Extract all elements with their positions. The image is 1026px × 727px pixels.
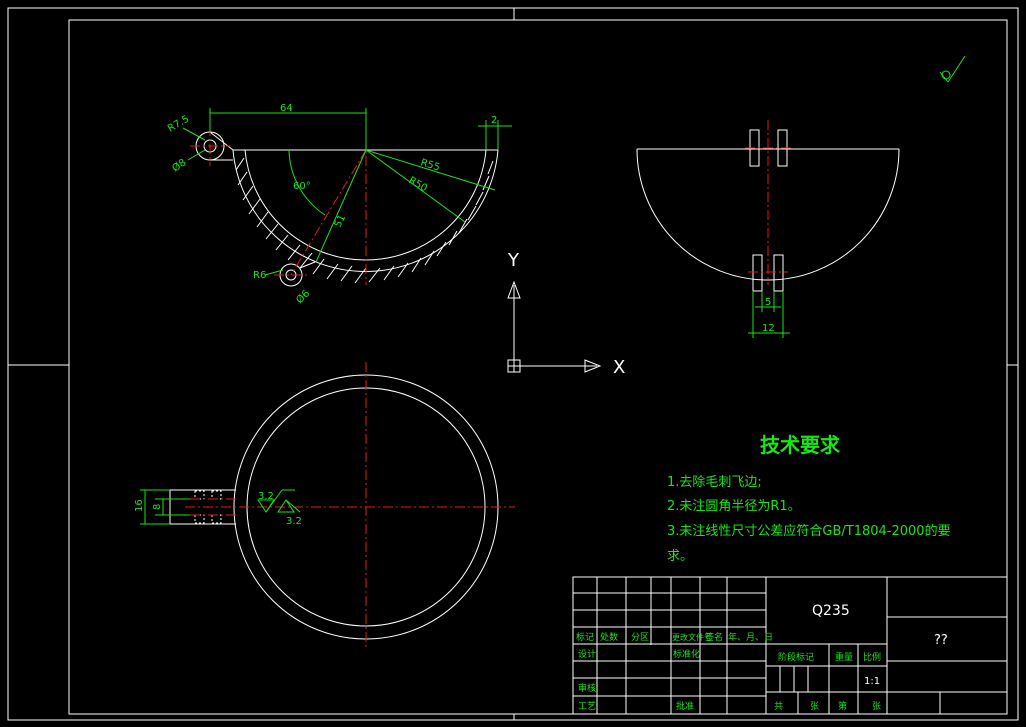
rev-h-1: 处数 xyxy=(600,631,618,643)
top-view: 16 8 3.2 3.2 xyxy=(134,362,515,648)
rev-h-0: 标记 xyxy=(576,631,594,643)
rev-h-3: 更改文件号 xyxy=(672,632,712,642)
dim-r6: R6 xyxy=(253,270,266,281)
stage-h-1: 重量 xyxy=(835,651,853,663)
dim-r55: R55 xyxy=(419,157,441,173)
dim-d6: Ø6 xyxy=(294,288,313,307)
rev-h-5: 年、月、日 xyxy=(728,631,773,643)
axis-x-label: X xyxy=(613,357,625,378)
tech-item-1: 1.去除毛刺飞边; xyxy=(667,475,762,490)
tech-title: 技术要求 xyxy=(760,433,841,457)
dim-r50: R50 xyxy=(407,175,430,194)
rev-h-4: 签名 xyxy=(705,631,723,643)
dim-d8: Ø8 xyxy=(170,156,189,174)
tech-item-3: 3.未注线性尺寸公差应符合GB/T1804-2000的要 xyxy=(667,523,951,539)
dim-5: 5 xyxy=(765,297,771,308)
row-design: 设计 xyxy=(578,648,596,660)
sheet-0: 共 xyxy=(774,701,783,712)
material-q235: Q235 xyxy=(812,603,850,619)
sheet-3: 张 xyxy=(872,701,881,712)
dim-64: 64 xyxy=(280,103,293,114)
drawing-border xyxy=(68,19,1008,715)
row-approve: 批准 xyxy=(676,700,694,712)
stage-h-2: 比例 xyxy=(863,651,881,663)
roughness-symbol xyxy=(939,55,966,83)
row-standardization: 标准化 xyxy=(673,648,700,660)
dim-12: 12 xyxy=(762,323,775,334)
tech-item-4: 求。 xyxy=(667,549,693,564)
outer-frame xyxy=(7,7,1019,721)
sheet-2: 第 xyxy=(838,700,847,712)
title-block: Q235 ?? 标记 处数 分区 更改文件号 签名 年、月、日 设计 标准化 审… xyxy=(572,576,1008,715)
part-name: ?? xyxy=(934,633,948,648)
row-craft: 工艺 xyxy=(578,701,596,712)
stage-h-0: 阶段标记 xyxy=(778,651,814,663)
ucs-axis-icon: Y X xyxy=(507,250,625,378)
dim-16: 16 xyxy=(134,499,145,512)
dim-51: 51 xyxy=(333,213,348,229)
dim-2: 2 xyxy=(491,115,497,126)
row-review: 审核 xyxy=(578,682,596,694)
roughness-32-bottom: 3.2 xyxy=(286,516,302,527)
side-view: 5 12 xyxy=(636,120,900,338)
front-section-view: 64 R7.5 Ø8 60° R55 R50 51 R6 Ø6 2 xyxy=(166,103,512,306)
sheet-1: 张 xyxy=(810,701,819,712)
dim-8: 8 xyxy=(152,504,163,510)
tech-requirements: 技术要求 1.去除毛刺飞边; 2.未注圆角半径为R1。 3.未注线性尺寸公差应符… xyxy=(667,433,951,564)
roughness-32-top: 3.2 xyxy=(258,491,274,502)
tech-item-2: 2.未注圆角半径为R1。 xyxy=(667,499,801,514)
axis-y-label: Y xyxy=(507,250,520,271)
scale-value: 1:1 xyxy=(864,676,880,687)
rev-h-2: 分区 xyxy=(631,632,649,643)
dim-60: 60° xyxy=(293,181,311,192)
dim-r75: R7.5 xyxy=(166,114,191,135)
